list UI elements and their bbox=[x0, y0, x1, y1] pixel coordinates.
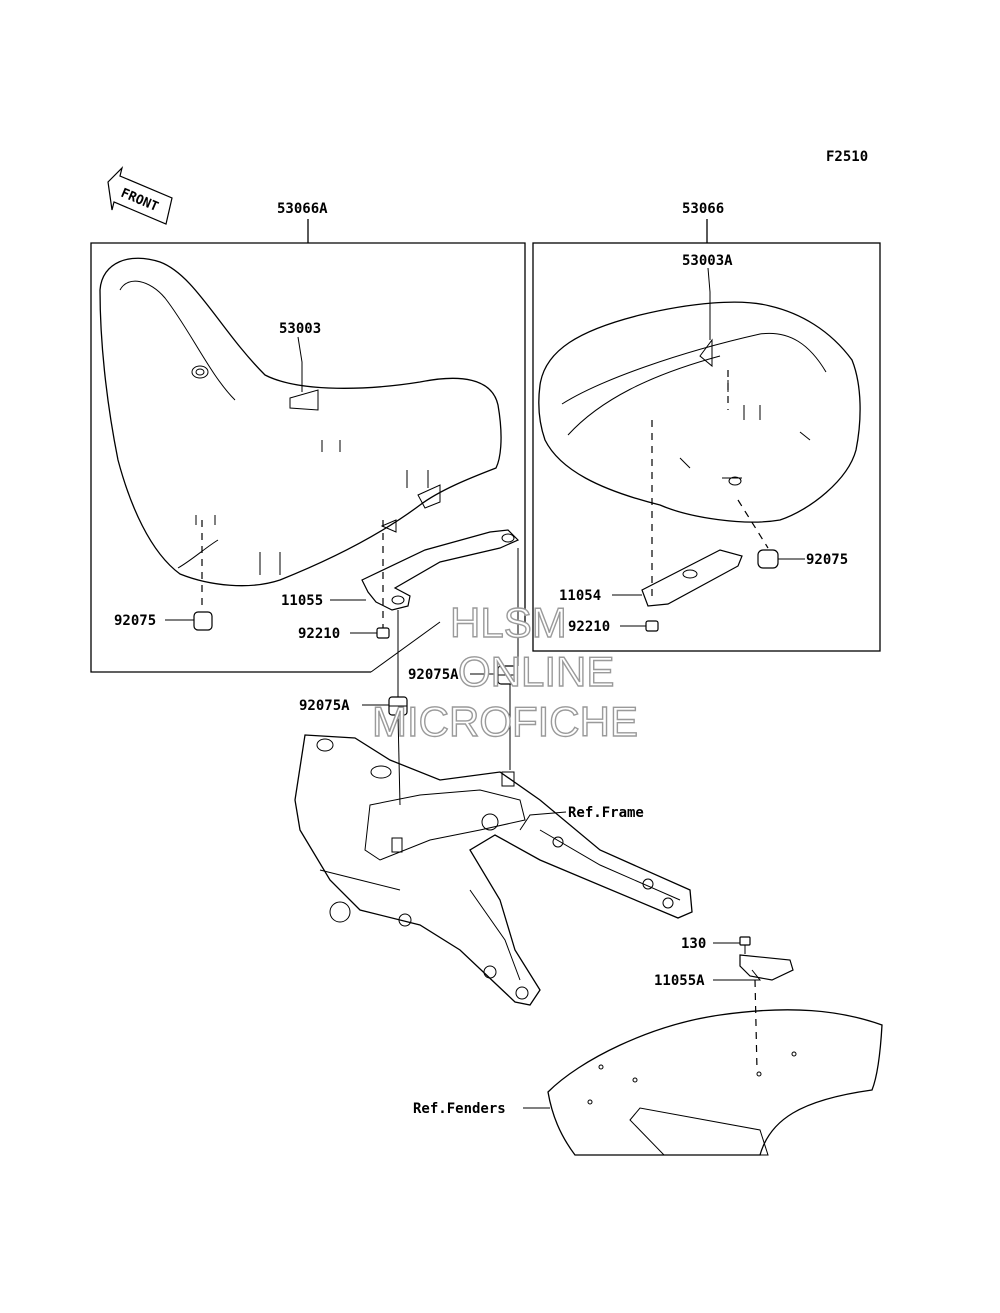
nut-92210-right bbox=[645, 620, 659, 632]
label-92210-left: 92210 bbox=[298, 626, 340, 642]
passenger-seat-group-box bbox=[532, 219, 881, 652]
watermark: HLSM ONLINE MICROFICHE bbox=[371, 598, 638, 745]
damper-92075-right bbox=[757, 549, 779, 569]
rider-seat-group-box bbox=[90, 219, 526, 673]
watermark-line-1: HLSM bbox=[450, 599, 567, 646]
frame-drawing bbox=[294, 734, 693, 1006]
label-92210-right: 92210 bbox=[568, 619, 610, 635]
label-53003: 53003 bbox=[279, 321, 321, 337]
bracket-11055A bbox=[739, 954, 794, 981]
label-ref-frame: Ref.Frame bbox=[568, 805, 644, 821]
label-11054: 11054 bbox=[559, 588, 601, 604]
label-130: 130 bbox=[681, 936, 706, 952]
label-53003A: 53003A bbox=[682, 253, 733, 269]
damper-92075A-upper bbox=[497, 665, 517, 685]
front-arrow-icon: FRONT bbox=[107, 166, 173, 225]
label-92075-left: 92075 bbox=[114, 613, 156, 629]
label-92075-right: 92075 bbox=[806, 552, 848, 568]
passenger-seat-drawing bbox=[538, 301, 861, 523]
label-ref-fenders: Ref.Fenders bbox=[413, 1101, 506, 1117]
fender-drawing bbox=[547, 1009, 883, 1156]
nut-92210-left bbox=[376, 627, 390, 639]
alignment-lines bbox=[201, 370, 769, 1071]
diagram-code: F2510 bbox=[826, 149, 868, 165]
rider-seat-drawing bbox=[99, 257, 502, 587]
label-53066: 53066 bbox=[682, 201, 724, 217]
damper-92075-left bbox=[193, 611, 213, 631]
label-92075A-lower: 92075A bbox=[299, 698, 350, 714]
watermark-line-2: ONLINE bbox=[458, 648, 614, 695]
watermark-line-3: MICROFICHE bbox=[372, 698, 638, 745]
bracket-11055 bbox=[361, 529, 520, 611]
leader-lines bbox=[165, 267, 805, 1109]
label-11055: 11055 bbox=[281, 593, 323, 609]
bracket-11054 bbox=[641, 549, 743, 607]
bolt-130 bbox=[739, 936, 751, 954]
label-11055A: 11055A bbox=[654, 973, 705, 989]
label-53066A: 53066A bbox=[277, 201, 328, 217]
label-92075A-upper: 92075A bbox=[408, 667, 459, 683]
